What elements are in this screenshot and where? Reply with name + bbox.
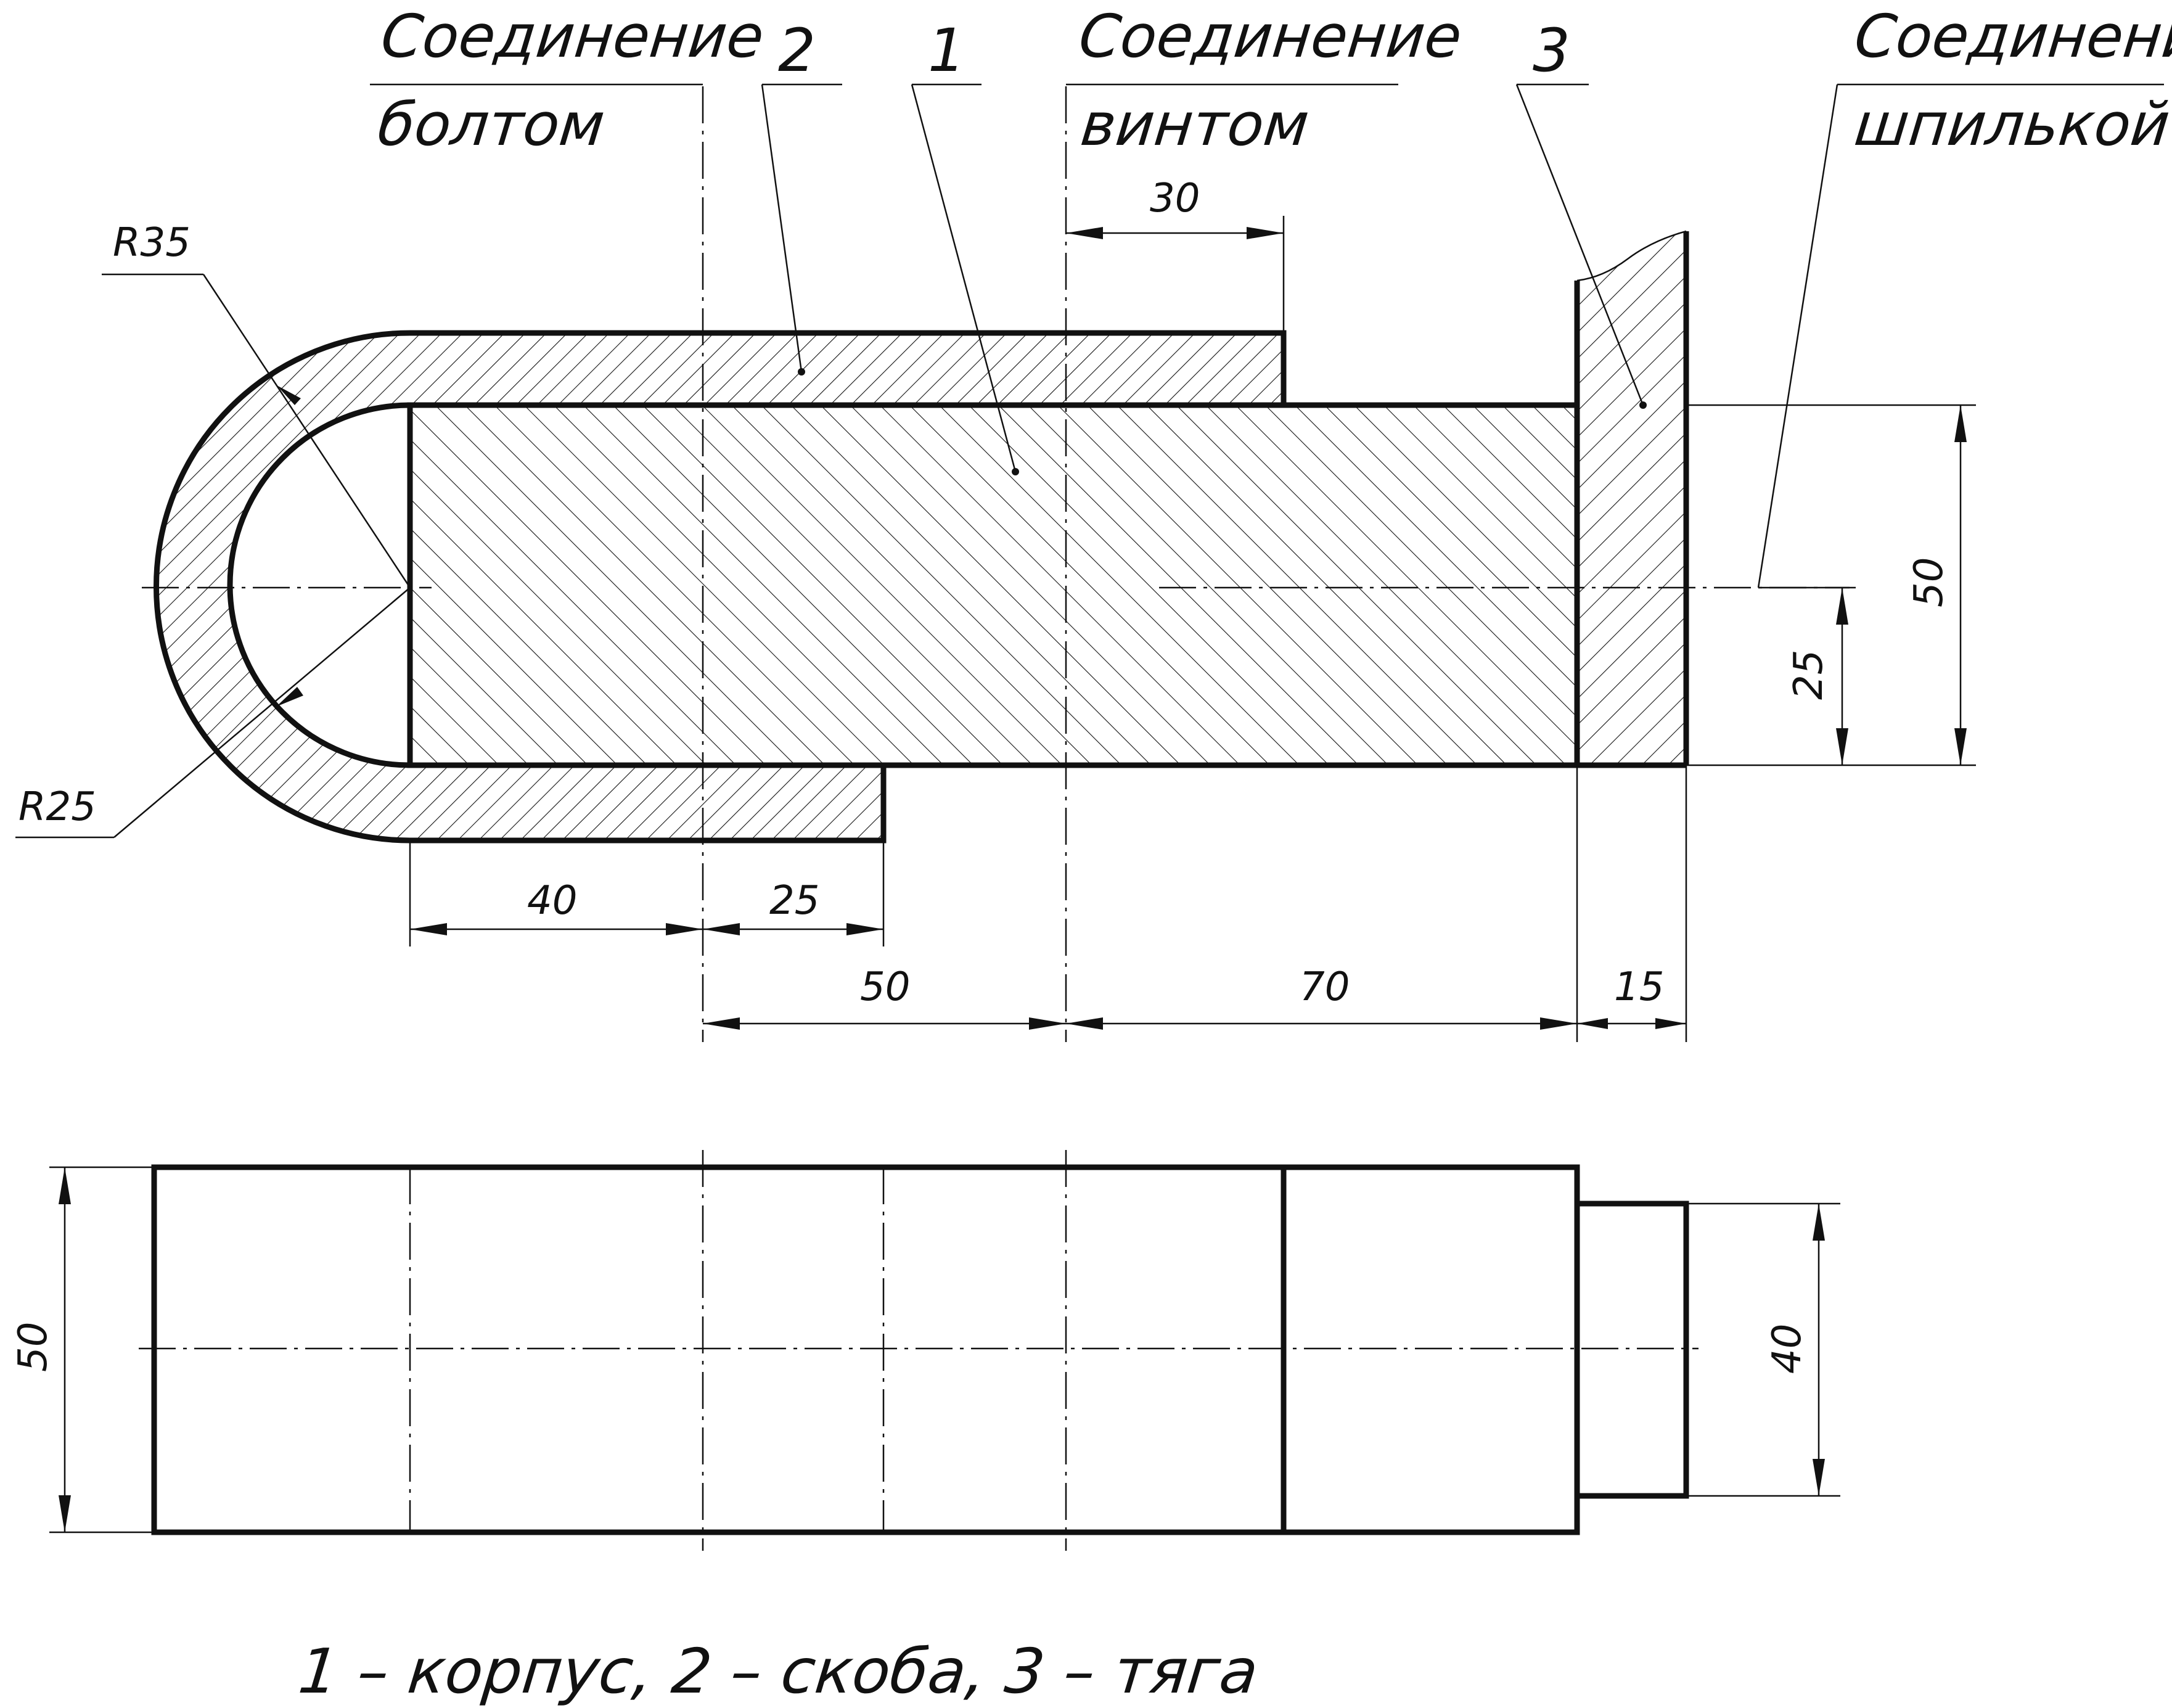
part1-leader (911, 84, 1017, 472)
dim-30-arrow-r (1247, 227, 1284, 239)
plan-dim-50-arrow-b (59, 1495, 71, 1532)
callouts: Соединение болтом 2 1 Соединение винтом … (370, 2, 2172, 588)
bolt-callout-line2: болтом (375, 90, 608, 159)
dim-40-label: 40 (527, 878, 577, 924)
dim-50r-arrow-b (1954, 728, 1967, 765)
part1-number: 1 (928, 16, 965, 85)
rod-part-3 (1577, 231, 1686, 765)
stud-callout-leader (1757, 84, 1838, 588)
part2-number: 2 (778, 16, 816, 85)
dim-50r-arrow-t (1954, 405, 1967, 442)
bolt-callout-line1: Соединение (378, 2, 767, 71)
plan-dim-50-label: 50 (10, 1322, 56, 1372)
r25-arrow (276, 687, 303, 707)
dim-25-arrow-r (846, 923, 883, 935)
plan-dim-40-arrow-b (1813, 1459, 1825, 1496)
parts-caption: 1 – корпус, 2 – скоба, 3 – тяга (295, 1635, 1261, 1707)
part2-leader (761, 84, 803, 372)
dim-25r-arrow-b (1836, 728, 1848, 765)
bracket-part-2 (154, 330, 1287, 844)
front-dimensions: R35 R25 40 25 50 70 (15, 176, 1976, 1042)
plan-view: 50 40 (10, 1150, 1840, 1551)
r35-arrow (277, 385, 301, 405)
dim-50-arrow-l (703, 1017, 740, 1030)
dim-15-arrow-r (1655, 1018, 1686, 1029)
front-view-section (142, 86, 1850, 1042)
dim-15-label: 15 (1614, 964, 1664, 1010)
dim-50-label: 50 (860, 964, 910, 1010)
screw-callout-line2: винтом (1078, 90, 1313, 159)
stud-callout-line1: Соединение (1851, 2, 2172, 71)
plan-body-outline (151, 1164, 1580, 1535)
r25-label: R25 (18, 784, 96, 830)
dim-30-arrow-l (1066, 227, 1103, 239)
dim-25r-arrow-t (1836, 588, 1848, 625)
dim-25r-label: 25 (1786, 650, 1832, 700)
r25-leader (113, 587, 411, 838)
dim-40-arrow-r (666, 923, 703, 935)
dim-70-arrow-l (1066, 1017, 1103, 1030)
dim-70-label: 70 (1300, 964, 1350, 1010)
r35-label: R35 (113, 220, 191, 266)
part3-number: 3 (1533, 16, 1570, 85)
dim-70-arrow-r (1540, 1017, 1577, 1030)
dim-50r-label: 50 (1906, 557, 1952, 607)
plan-rod-outline (1574, 1201, 1689, 1499)
part3-leader-dot (1639, 401, 1647, 409)
body-part-1 (407, 402, 1580, 768)
screw-callout-line1: Соединение (1076, 2, 1465, 71)
plan-dim-40-arrow-t (1813, 1204, 1825, 1241)
dim-50-arrow-r (1029, 1017, 1066, 1030)
plan-dim-50-arrow-t (59, 1167, 71, 1204)
dim-40-arrow-l (410, 923, 447, 935)
dim-15-arrow-l (1577, 1018, 1608, 1029)
part3-leader (1515, 84, 1644, 406)
part1-leader-dot (1012, 468, 1019, 475)
dim-25-arrow-l (703, 923, 740, 935)
dim-30-label: 30 (1150, 176, 1200, 221)
r35-leader (202, 274, 411, 588)
part2-leader-dot (798, 368, 805, 376)
stud-callout-line2: шпилькой (1851, 90, 2172, 159)
plan-dim-40-label: 40 (1764, 1324, 1810, 1374)
dim-25-label: 25 (769, 878, 819, 924)
